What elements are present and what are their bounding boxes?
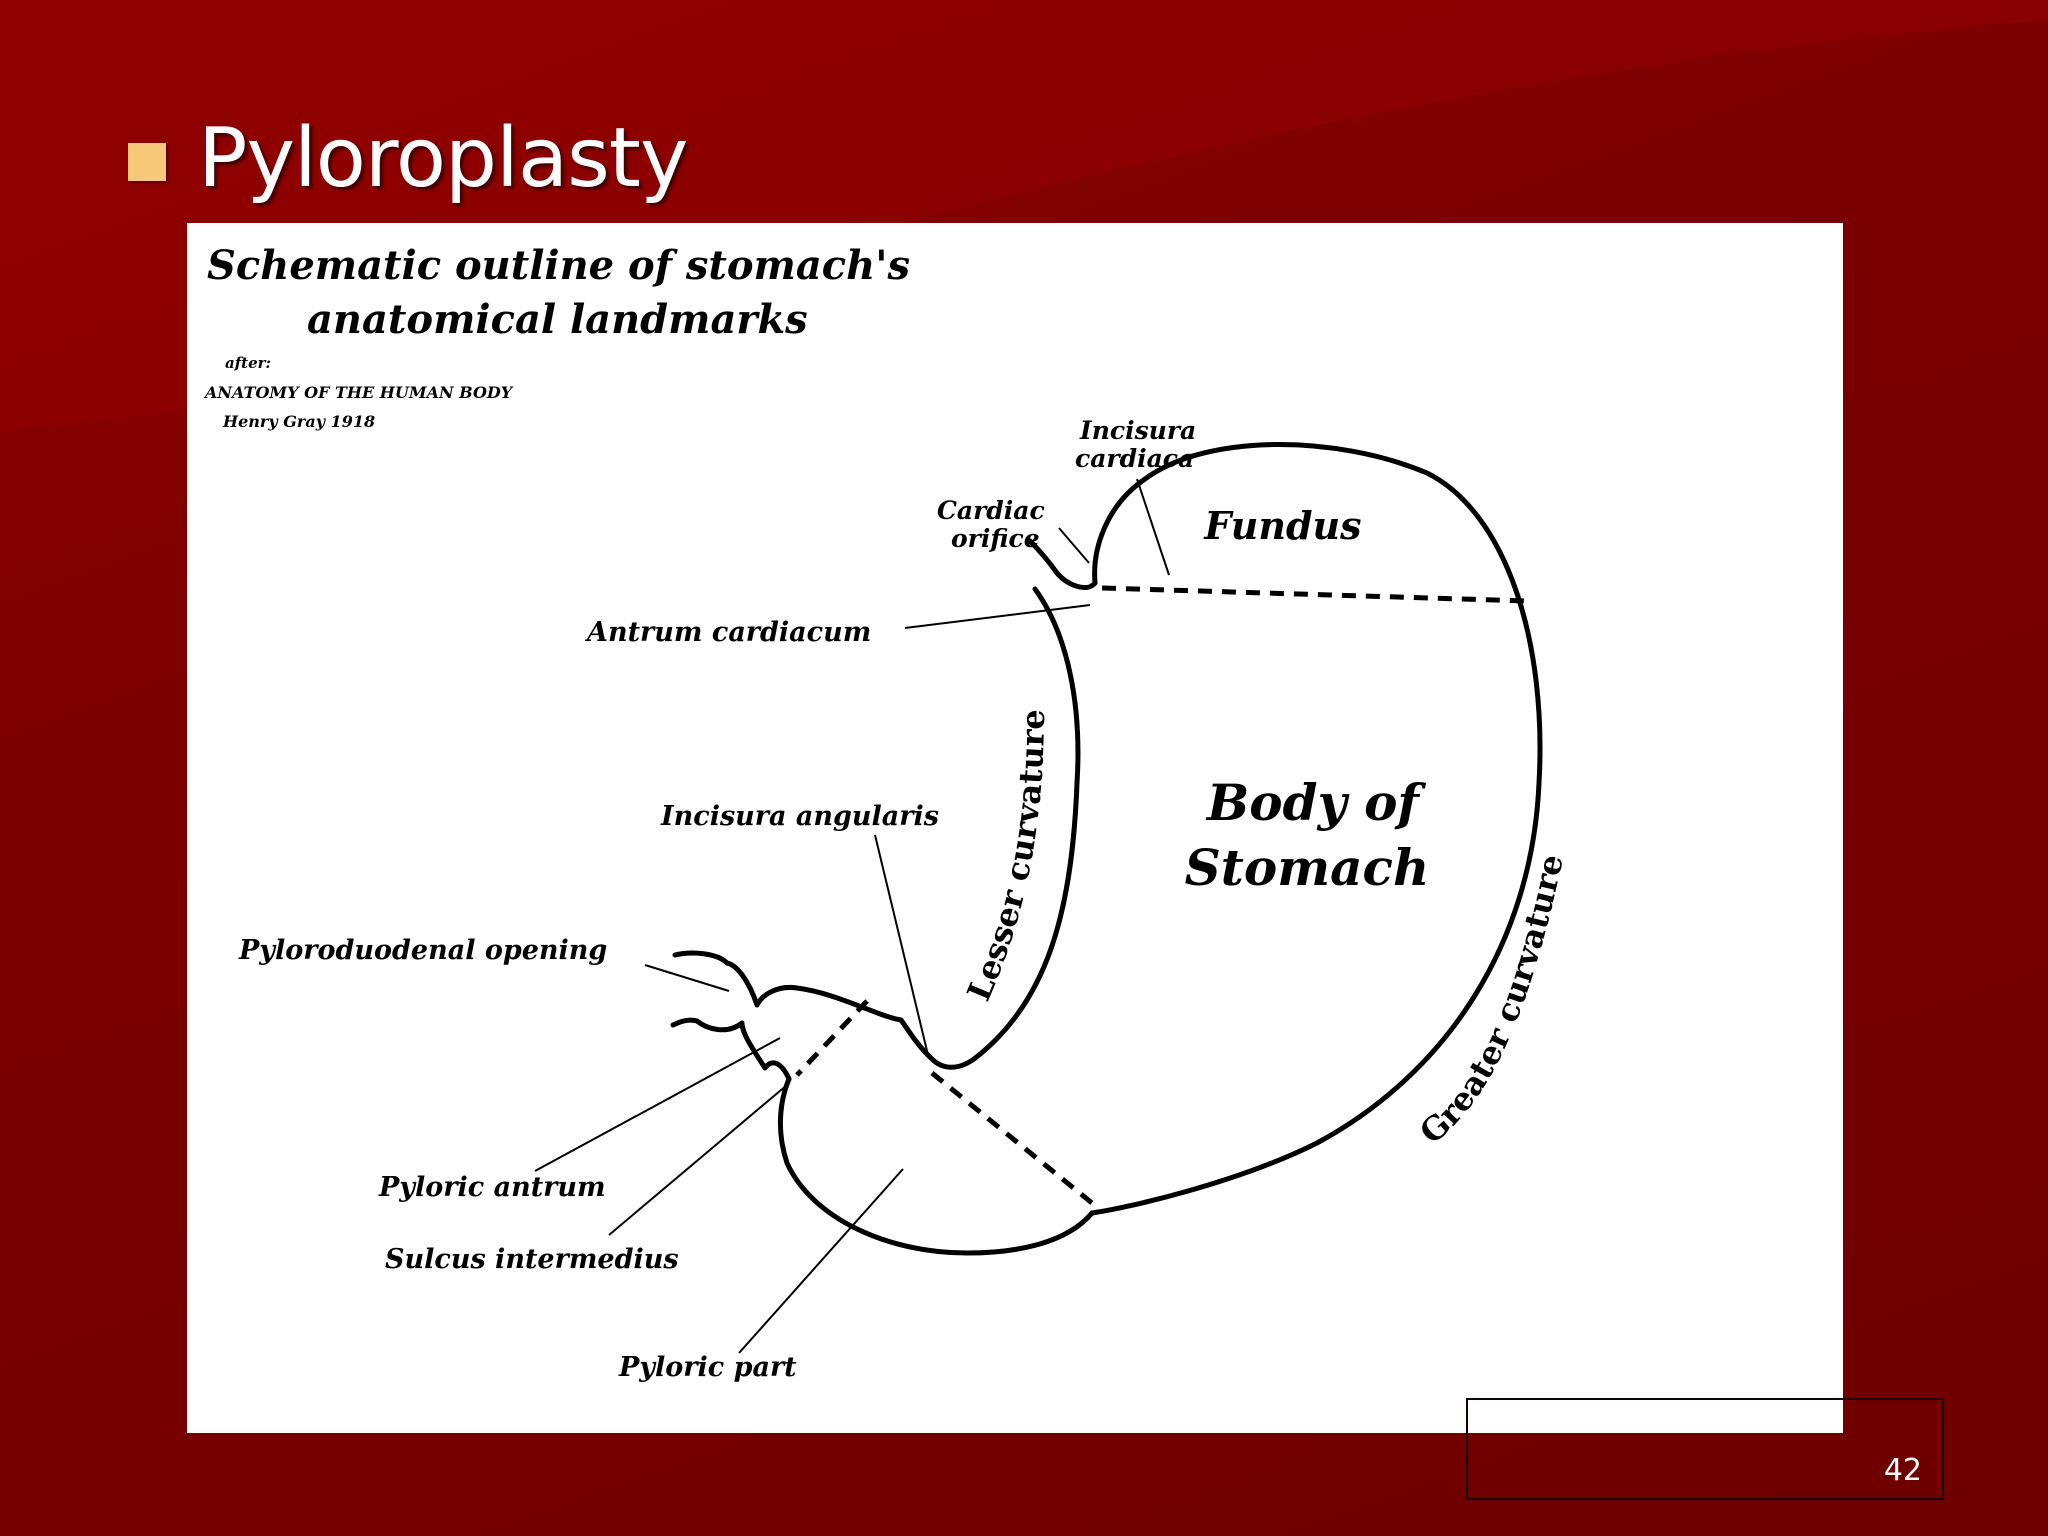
label-greater-curvature: Greater curvature bbox=[1412, 851, 1570, 1151]
label-sulcus-intermedius: Sulcus intermedius bbox=[385, 1244, 679, 1275]
leader-lines bbox=[534, 478, 1170, 1354]
dashed-division-lines bbox=[795, 585, 1528, 1205]
credit-author: Henry Gray 1918 bbox=[222, 412, 375, 431]
label-cardiac-orifice: Cardiac bbox=[937, 496, 1045, 525]
label-lesser-curvature: Lesser curvature bbox=[959, 709, 1052, 1006]
bullet-square-icon bbox=[128, 143, 166, 181]
label-pyloric-antrum: Pyloric antrum bbox=[378, 1172, 606, 1203]
slide-title: Pyloroplasty bbox=[128, 118, 688, 200]
label-cardiac-orifice-2: orifice bbox=[951, 524, 1040, 553]
label-fundus: Fundus bbox=[1203, 503, 1361, 548]
stomach-diagram-svg: Schematic outline of stomach's anatomica… bbox=[203, 242, 1571, 1383]
diagram-heading-line2: anatomical landmarks bbox=[307, 296, 808, 343]
label-pyloric-part: Pyloric part bbox=[618, 1352, 797, 1383]
label-body-of-stomach: Body of bbox=[1205, 773, 1426, 832]
stomach-outline bbox=[670, 442, 1543, 1256]
label-body-of-stomach-2: Stomach bbox=[1185, 838, 1430, 897]
page-number: 42 bbox=[1883, 1453, 1922, 1488]
page-number-box: 42 bbox=[1466, 1398, 1944, 1500]
stomach-diagram: Schematic outline of stomach's anatomica… bbox=[187, 223, 1843, 1433]
diagram-heading-line1: Schematic outline of stomach's bbox=[207, 242, 910, 289]
label-pyloroduodenal-opening: Pyloroduodenal opening bbox=[238, 935, 607, 966]
label-incisura-cardiaca: Incisura bbox=[1079, 416, 1196, 445]
label-antrum-cardiacum: Antrum cardiacum bbox=[584, 617, 871, 648]
slide-title-text: Pyloroplasty bbox=[198, 111, 688, 206]
credit-after: after: bbox=[225, 354, 271, 372]
label-incisura-cardiaca-2: cardiaca bbox=[1075, 444, 1194, 473]
label-lesser-curvature-text: Lesser curvature bbox=[959, 709, 1052, 1006]
label-greater-curvature-text: Greater curvature bbox=[1412, 851, 1570, 1151]
label-incisura-angularis: Incisura angularis bbox=[660, 801, 939, 832]
credit-book: ANATOMY OF THE HUMAN BODY bbox=[203, 383, 514, 402]
